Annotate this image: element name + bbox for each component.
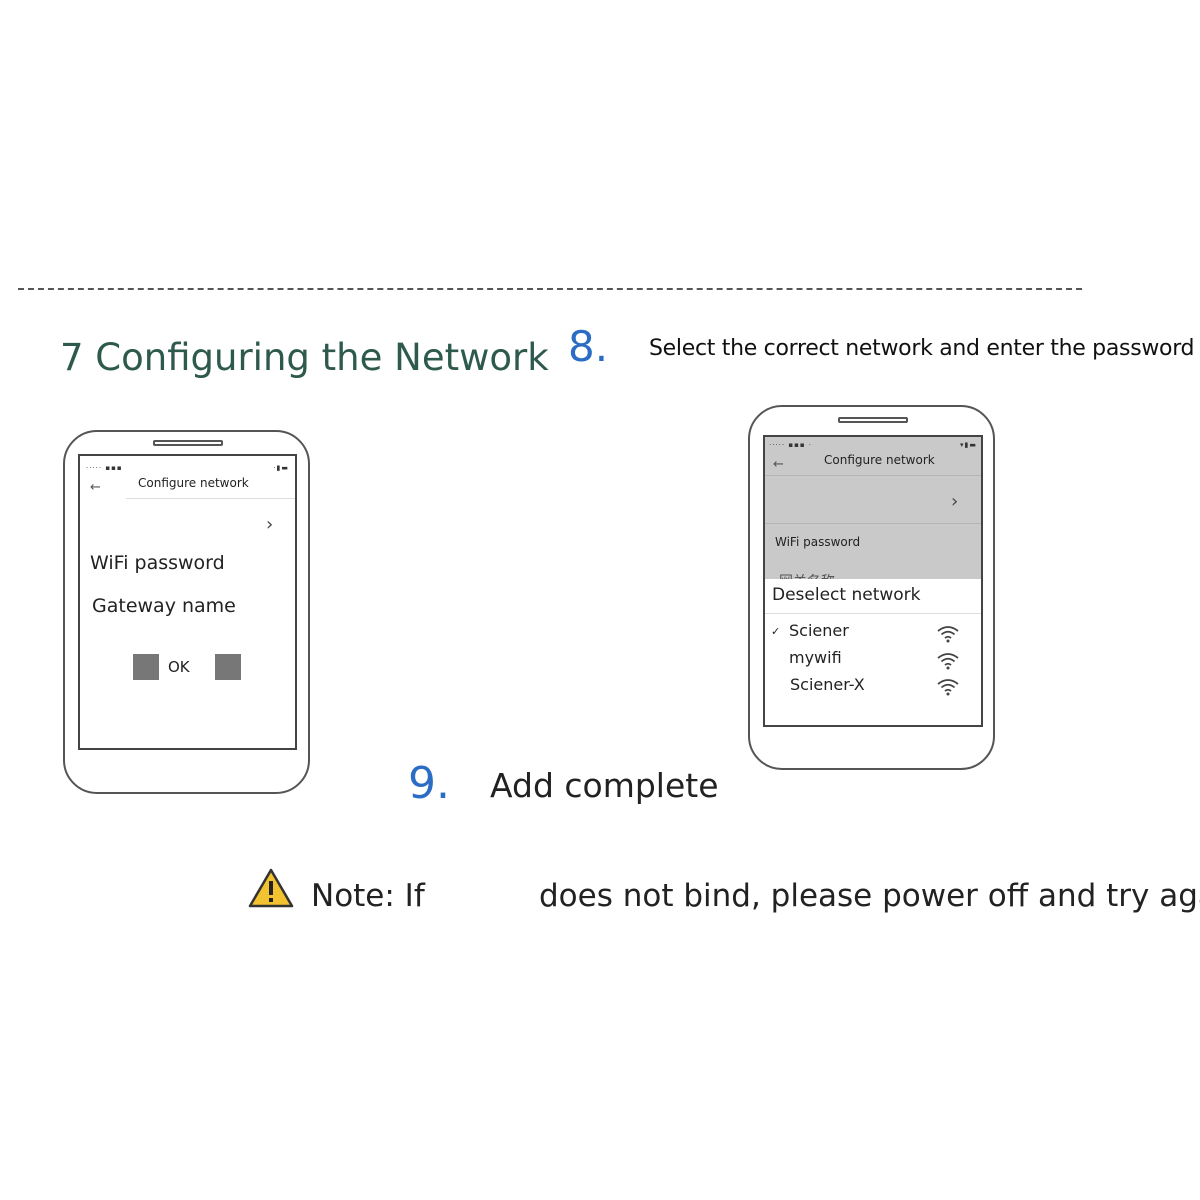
chevron-right-icon[interactable]: › [266,514,274,535]
note-suffix: does not bind, please power off and try … [539,878,1200,914]
wifi-password-label: WiFi password [775,535,861,549]
step-7-title: 7 Configuring the Network [60,336,549,379]
gateway-name-label: Gateway name [92,595,236,617]
wifi-icon [937,653,959,670]
wifi-icon [937,679,959,696]
nav-divider [765,475,981,476]
wifi-password-label: WiFi password [90,552,225,574]
status-bar-right: ·▮▬ [273,464,289,472]
phone-left-screen: ····· ▪︎▪︎▪︎ ·▮▬ ← Configure network › W… [78,454,297,750]
phone-right: ····· ▪︎▪︎▪︎ · ▾▮▬ ← Configure network ›… [748,405,995,770]
status-bar-right: ▾▮▬ [960,441,977,449]
network-item-mywifi[interactable]: mywifi [789,648,842,667]
back-arrow-icon[interactable]: ← [773,457,784,472]
dimmed-background [765,437,981,579]
status-bar-left: ····· ▪︎▪︎▪︎ · [769,441,813,449]
nav-title: Configure network [138,476,249,490]
warning-icon [248,868,294,908]
wifi-icon [937,626,959,643]
phone-speaker [153,440,223,446]
status-bar-left: ····· ▪︎▪︎▪︎ [86,464,123,472]
phone-left: ····· ▪︎▪︎▪︎ ·▮▬ ← Configure network › W… [63,430,310,794]
back-arrow-icon[interactable]: ← [90,480,101,495]
row-divider [765,523,981,524]
redacted-square-right [215,654,241,680]
nav-title: Configure network [824,453,935,467]
step-9-number: 9. [408,758,450,809]
dashed-separator [18,288,1082,290]
step-9-text: Add complete [490,766,719,805]
network-item-sciener-x[interactable]: Sciener-X [790,675,865,694]
network-item-sciener[interactable]: Sciener [789,621,849,640]
phone-right-screen: ····· ▪︎▪︎▪︎ · ▾▮▬ ← Configure network ›… [763,435,983,727]
selected-check-icon: ✓ [771,625,781,638]
step-8-number: 8. [568,322,609,371]
network-picker-sheet: Deselect network ✓ Sciener mywifi Sciene… [765,579,981,725]
step-8-instruction: Select the correct network and enter the… [649,336,1195,361]
redacted-square-left [133,654,159,680]
sheet-divider [765,613,981,614]
phone-speaker [838,417,908,423]
sheet-title: Deselect network [772,585,921,605]
nav-divider [126,498,295,499]
note-prefix: Note: If [311,878,425,914]
chevron-right-icon[interactable]: › [951,491,959,512]
ok-button[interactable]: OK [168,658,190,676]
